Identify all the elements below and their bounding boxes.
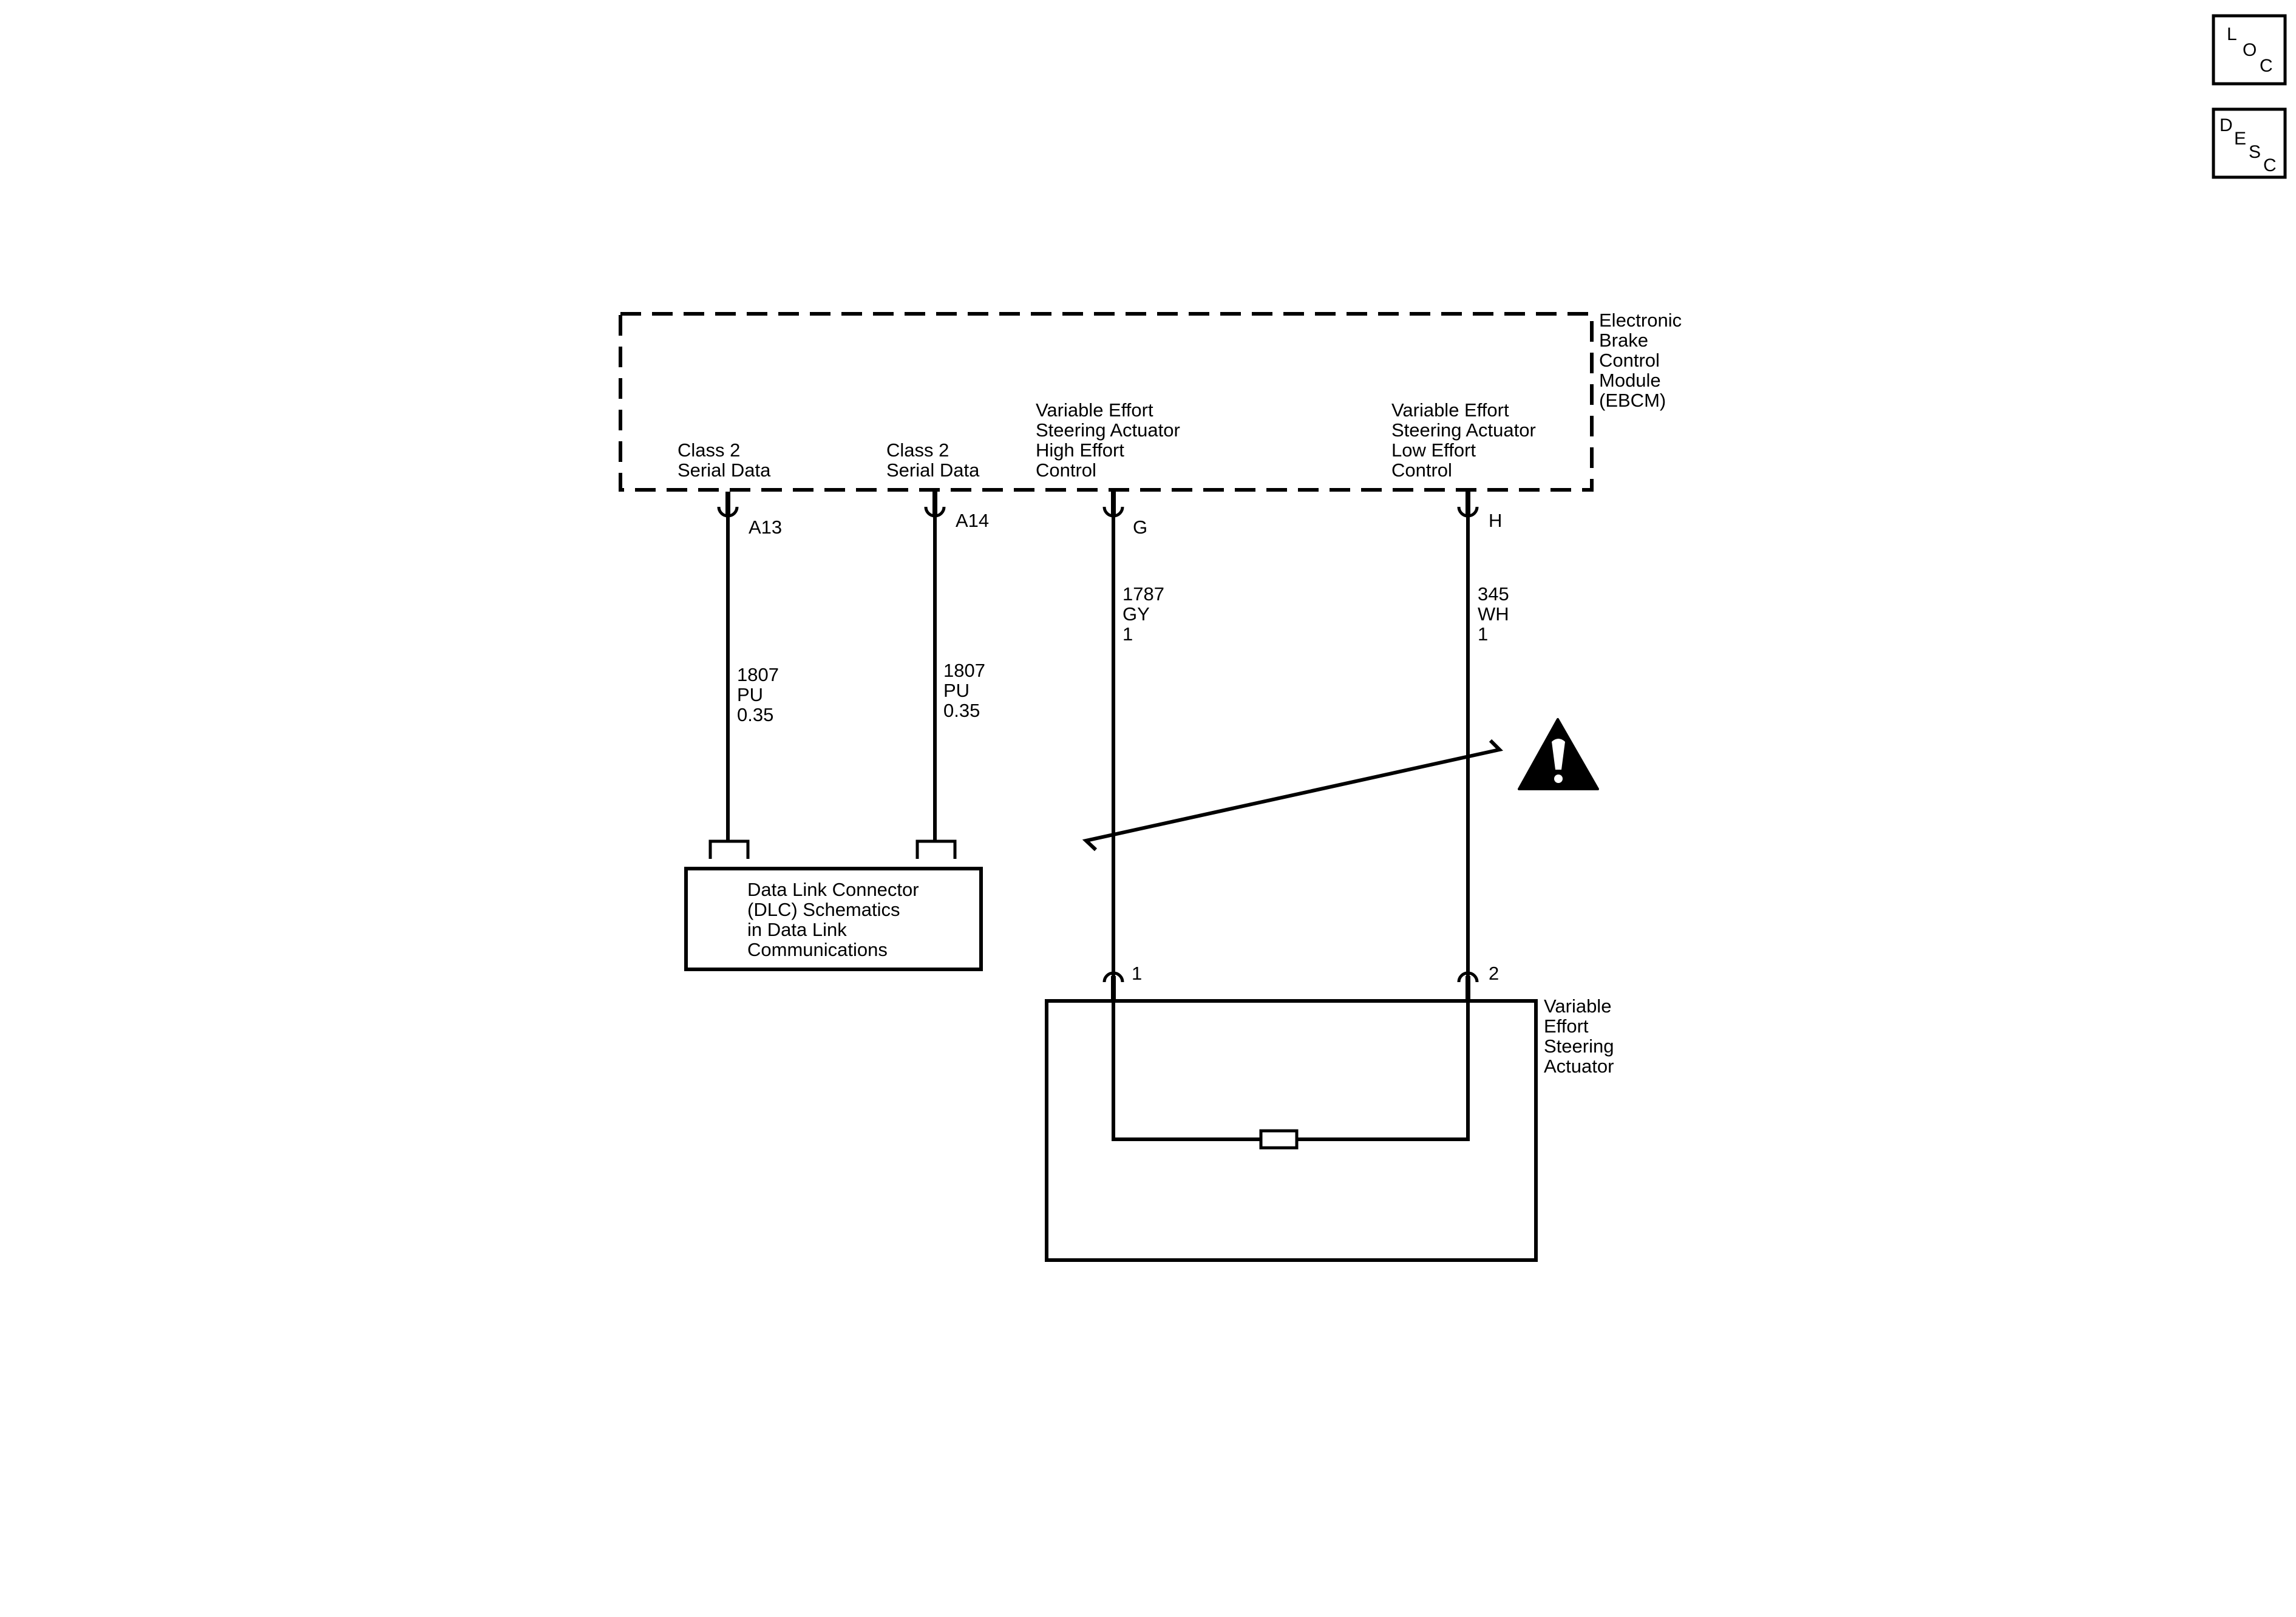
dlc-terminal-2	[915, 839, 957, 859]
pin-a14-function: Class 2 Serial Data	[886, 439, 980, 481]
wiring-bracket-line	[1082, 739, 1503, 852]
pin-h-function: Variable Effort Steering Actuator Low Ef…	[1391, 399, 1541, 481]
actuator-internal-wire-right	[1297, 1000, 1470, 1141]
actuator-pin-2: 2	[1457, 963, 1499, 1000]
ebcm-pin-h: Variable Effort Steering Actuator Low Ef…	[1391, 399, 1541, 531]
wire-a14-label: 1807 PU 0.35	[943, 660, 991, 721]
ebcm-label: Electronic Brake Control Module (EBCM)	[1599, 310, 1687, 411]
desc-letter-d: D	[2220, 115, 2233, 135]
wire-h-label: 345 WH 1	[1478, 583, 1514, 645]
ebcm-pin-a13: Class 2 Serial Data A13	[678, 439, 782, 538]
desc-button[interactable]: D E S C	[2212, 107, 2287, 179]
desc-letter-c: C	[2263, 155, 2277, 175]
wire-g-label: 1787 GY 1	[1123, 583, 1170, 645]
actuator-internal-wire-left	[1112, 1000, 1261, 1141]
pin-g-id: G	[1133, 517, 1147, 538]
pin-g-function: Variable Effort Steering Actuator High E…	[1036, 399, 1185, 481]
actuator-pin-2-terminal	[1457, 971, 1479, 983]
dlc-box[interactable]	[684, 867, 983, 971]
desc-letter-e: E	[2234, 129, 2246, 149]
pin-h-id: H	[1489, 510, 1502, 531]
caution-triangle-icon	[1518, 718, 1599, 790]
loc-letter-o: O	[2243, 40, 2257, 60]
loc-letter-l: L	[2227, 24, 2237, 44]
desc-button-frame	[2212, 107, 2287, 179]
dlc-terminal-1	[708, 839, 750, 859]
actuator-coil-resistor	[1259, 1129, 1299, 1150]
ebcm-pin-a14: Class 2 Serial Data A14	[886, 439, 989, 531]
wire-a13-label: 1807 PU 0.35	[737, 664, 784, 725]
loc-letter-c: C	[2260, 56, 2273, 76]
actuator-pin-2-id: 2	[1489, 963, 1499, 984]
ebcm-module-outline	[619, 312, 1594, 492]
dlc-label: Data Link Connector (DLC) Schematics in …	[747, 879, 924, 960]
actuator-pin-1-terminal	[1102, 971, 1124, 983]
actuator-box[interactable]	[1045, 999, 1538, 1262]
actuator-label: Variable Effort Steering Actuator	[1544, 995, 1619, 1077]
ebcm-pin-g: Variable Effort Steering Actuator High E…	[1036, 399, 1185, 538]
desc-letter-s: S	[2249, 142, 2261, 162]
pin-a13-function: Class 2 Serial Data	[678, 439, 771, 481]
loc-button-frame	[2212, 14, 2287, 86]
actuator-pin-1: 1	[1102, 963, 1142, 1000]
loc-button[interactable]: L O C	[2212, 14, 2287, 86]
pin-a14-id: A14	[956, 510, 989, 531]
pin-a13-id: A13	[749, 517, 782, 538]
actuator-pin-1-id: 1	[1132, 963, 1142, 984]
